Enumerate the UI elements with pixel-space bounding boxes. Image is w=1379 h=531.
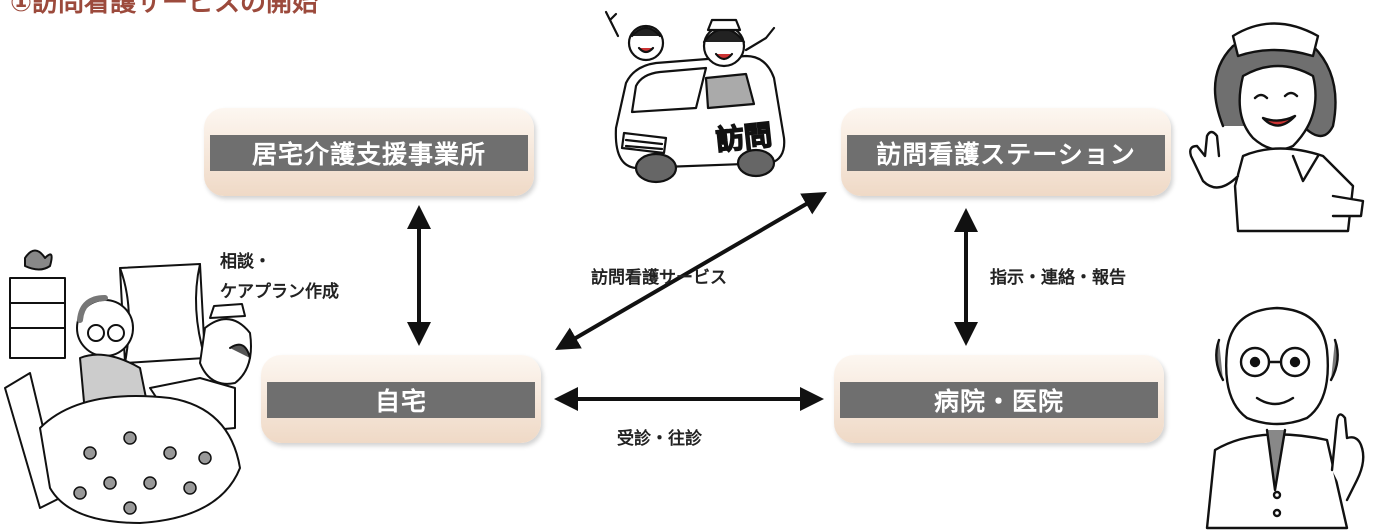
car-sign-text: 訪問 <box>714 118 773 157</box>
doctor-illustration <box>1205 306 1365 530</box>
patient-bed-illustration <box>4 249 252 524</box>
label-consult-line1: 相談・ <box>220 252 271 272</box>
node-visiting-nurse-station: 訪問看護ステーション <box>841 108 1171 196</box>
node-care-office-label: 居宅介護支援事業所 <box>210 135 528 171</box>
node-hospital: 病院・医院 <box>834 355 1164 443</box>
label-visiting-service: 訪問看護サービス <box>591 268 727 288</box>
node-care-office: 居宅介護支援事業所 <box>204 108 534 196</box>
nurse-illustration <box>1189 22 1365 233</box>
node-station-label: 訪問看護ステーション <box>847 135 1165 171</box>
arrow-home-station <box>555 191 827 351</box>
car-illustration: 訪問 <box>604 10 786 184</box>
node-hospital-label: 病院・医院 <box>840 382 1158 418</box>
label-instruction: 指示・連絡・報告 <box>990 268 1126 288</box>
node-home-label: 自宅 <box>267 382 535 418</box>
label-consult-line2: ケアプラン作成 <box>220 282 339 302</box>
page-title: ①訪問看護サービスの開始 <box>10 0 319 18</box>
node-home: 自宅 <box>261 355 541 443</box>
label-consultation: 受診・往診 <box>617 429 702 449</box>
